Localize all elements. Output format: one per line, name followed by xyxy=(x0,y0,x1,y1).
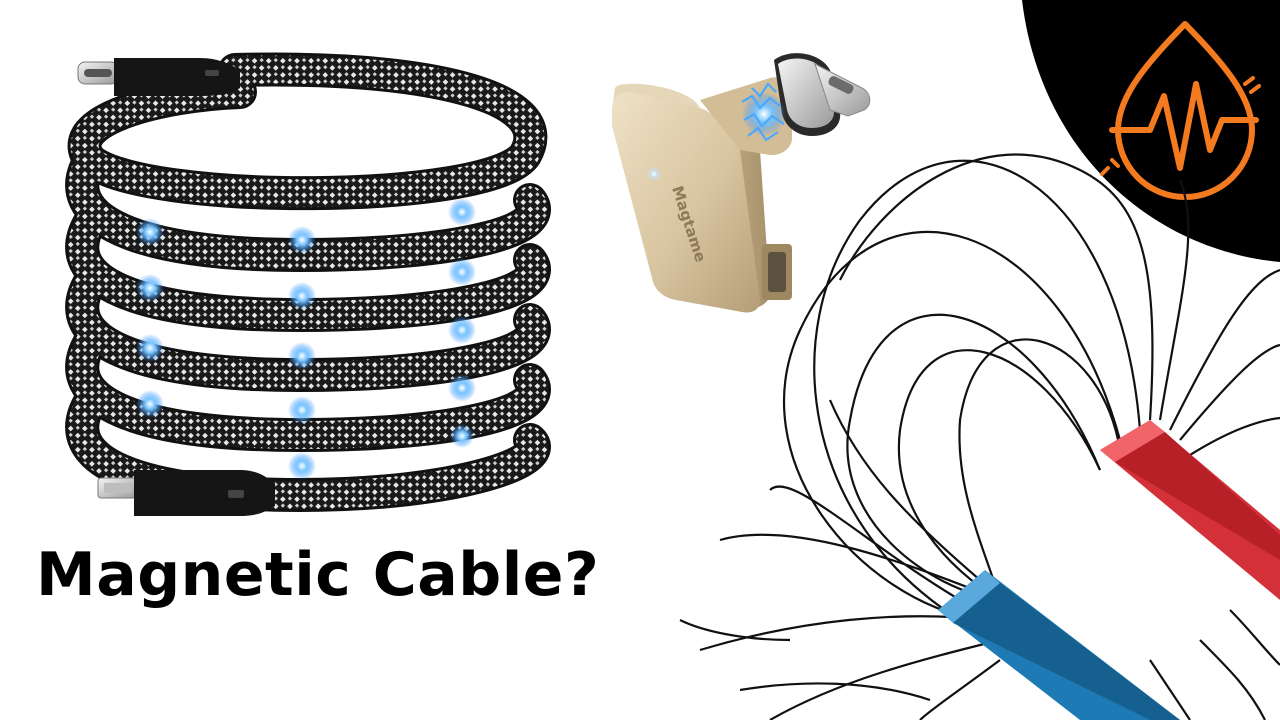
usb-c-connector xyxy=(77,58,240,96)
magnetic-field-lines xyxy=(679,153,1280,720)
horseshoe-magnet xyxy=(938,420,1280,720)
electric-arcs xyxy=(741,82,786,142)
magnetic-sparks xyxy=(136,198,476,480)
headline: Magnetic Cable? xyxy=(36,540,600,610)
coiled-magnetic-cable xyxy=(65,52,551,513)
magnetic-tip xyxy=(774,53,871,136)
lightning-connector xyxy=(97,470,275,516)
